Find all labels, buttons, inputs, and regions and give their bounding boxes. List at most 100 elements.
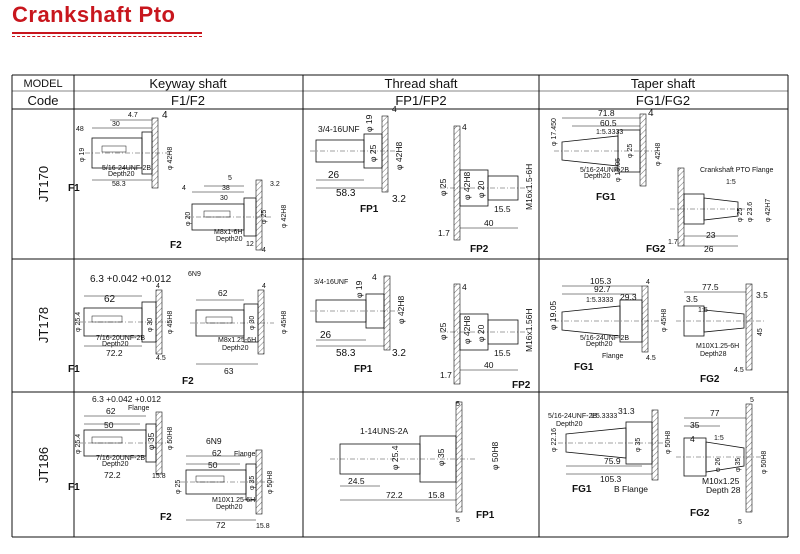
dim-label: 15.8 [428, 490, 445, 500]
dim-label: 4 [262, 247, 266, 254]
col-header-keyway: Keyway shaft [149, 76, 227, 91]
fig-label-f1: F1 [68, 482, 80, 493]
dim-label: 50 [104, 420, 114, 430]
drawing-jt178-fp1: 3/4-16UNF φ 19 4 φ 42H8 26 58.3 3.2 FP1 [310, 272, 406, 375]
dim-label: Depth20 [586, 341, 613, 348]
dim-label: 3.5 [756, 290, 768, 300]
dim-label: 26 [320, 330, 332, 341]
dim-label: 40 [484, 218, 494, 228]
dim-label: 15.8 [152, 473, 166, 480]
dim-label: 3/4-16UNF [314, 279, 348, 286]
dim-label: φ 42H8 [462, 172, 472, 200]
dim-label: 105.3 [590, 276, 612, 286]
dim-label: Depth20 [556, 421, 583, 428]
dim-label: φ 22.16 [551, 428, 558, 452]
fig-label-fp1: FP1 [360, 204, 379, 215]
dim-label: φ 45H8 [167, 311, 174, 334]
dim-label: 31.3 [618, 406, 635, 416]
dim-label: 30 [220, 195, 228, 202]
dim-label: Depth28 [700, 351, 727, 358]
dim-label: 40 [484, 360, 494, 370]
dim-label: Depth20 [108, 171, 135, 178]
dim-label: 71.8 [598, 108, 615, 118]
dim-label: φ 19.05 [615, 158, 622, 182]
dim-label: 5/16-24UNF-2B [580, 167, 629, 174]
drawing-jt186-f1: 6.3 +0.042 +0.012 62 50 Flange φ 25.4 φ … [68, 394, 174, 493]
fig-label-fg1: FG1 [574, 362, 594, 373]
dim-label: φ 25.4 [390, 445, 400, 470]
fig-label-fg2: FG2 [700, 374, 720, 385]
dim-label: φ 42H8 [396, 296, 406, 324]
dim-label: M10X1.25-6H [212, 497, 255, 504]
dim-label: φ 19 [79, 148, 86, 162]
dim-label: φ 30 [147, 318, 154, 332]
dim-label: Crankshaft PTO Flange [700, 167, 774, 174]
dim-label: φ 42H8 [394, 142, 404, 170]
drawing-jt170-fp2: 4 φ 25 φ 42H8 φ 20 M16x1.5-6H 15.5 1.7 4… [438, 122, 534, 255]
dim-label: 26 [328, 170, 340, 181]
dim-label: Depth 28 [706, 485, 741, 495]
dim-label: φ 25 [737, 208, 744, 222]
dim-label: 4 [462, 282, 467, 292]
dim-label: 5 [456, 517, 460, 524]
page-title: Crankshaft Pto [12, 2, 176, 27]
dim-label: 77 [710, 408, 720, 418]
title-underline [12, 32, 202, 34]
dim-label: 5 [456, 401, 460, 408]
dim-label: φ 42H8 [655, 143, 662, 166]
col-code-thread: FP1/FP2 [395, 93, 446, 108]
dim-label: Depth20 [222, 345, 249, 352]
dim-label: 92.7 [594, 284, 611, 294]
dim-label: 1.7 [668, 239, 678, 246]
dim-label: φ 50H8 [267, 471, 274, 494]
dim-label: 4 [648, 108, 654, 119]
dim-label: 1:5.3333 [586, 297, 613, 304]
dim-label: 26 [704, 244, 714, 254]
dim-label: φ 50H8 [490, 442, 500, 470]
dim-label: 3.2 [392, 194, 406, 205]
dim-label: φ 42H8 [462, 316, 472, 344]
dim-label: M8x1-6H [214, 229, 242, 236]
drawing-jt170-f2: 4 5 38 30 φ 20 φ 25 φ 42H8 M8x1-6H Depth… [170, 175, 288, 254]
dim-label: 75.9 [604, 456, 621, 466]
col-code-taper: FG1/FG2 [636, 93, 690, 108]
dim-label: φ 35 [635, 438, 642, 452]
dim-label: 62 [106, 406, 116, 416]
col-header-taper: Taper shaft [631, 76, 696, 91]
dim-label: 48 [76, 126, 84, 133]
dim-label: 105.3 [600, 474, 622, 484]
dim-label: 62 [212, 448, 222, 458]
dim-label: 24.5 [348, 476, 365, 486]
drawing-jt186-f2: 6N9 62 50 Flange φ 25 φ 35 φ 50H8 M10X1.… [160, 436, 274, 530]
fig-label-f1: F1 [68, 364, 80, 375]
dim-label: 6N9 [188, 271, 201, 278]
drawing-jt178-f2: 4 φ 30 φ 45H8 M8x1.25-6H Depth20 63 F2 [182, 283, 288, 387]
dim-label: φ 19.05 [548, 301, 558, 330]
dim-label: M10X1.25-6H [696, 343, 739, 350]
dim-label: φ 26 [715, 458, 722, 472]
dim-label: 1:5.3333 [590, 413, 617, 420]
dim-label: φ 25 [261, 210, 268, 224]
dim-label: Flange [128, 405, 150, 412]
col-code-keyway: F1/F2 [171, 93, 205, 108]
dim-label: 62 [104, 294, 116, 305]
dim-label: φ 45H8 [661, 309, 668, 332]
dim-label: 5/16-24UNF-2B [102, 165, 151, 172]
dim-label: 5/16-24UNF-2B [548, 413, 597, 420]
col-header-thread: Thread shaft [385, 76, 458, 91]
dim-label: Depth20 [216, 504, 243, 511]
fig-label-f2: F2 [170, 240, 182, 251]
dim-label: M10x1.25 [702, 476, 740, 486]
dim-label: 4 [392, 104, 397, 114]
dim-label: 50 [208, 460, 218, 470]
dim-label: φ 35 [146, 432, 156, 450]
dim-label: 45 [757, 328, 764, 336]
dim-label: 3.5 [686, 294, 698, 304]
row-model-jt170: JT170 [36, 166, 51, 202]
fig-label-f1: F1 [68, 183, 80, 194]
drawing-jt170-fg2: Crankshaft PTO Flange 1:5 23 26 φ 23.6 φ… [646, 167, 774, 255]
dim-label: 58.3 [112, 181, 126, 188]
fig-label-fp1: FP1 [354, 364, 373, 375]
dim-label: 72.2 [104, 470, 121, 480]
